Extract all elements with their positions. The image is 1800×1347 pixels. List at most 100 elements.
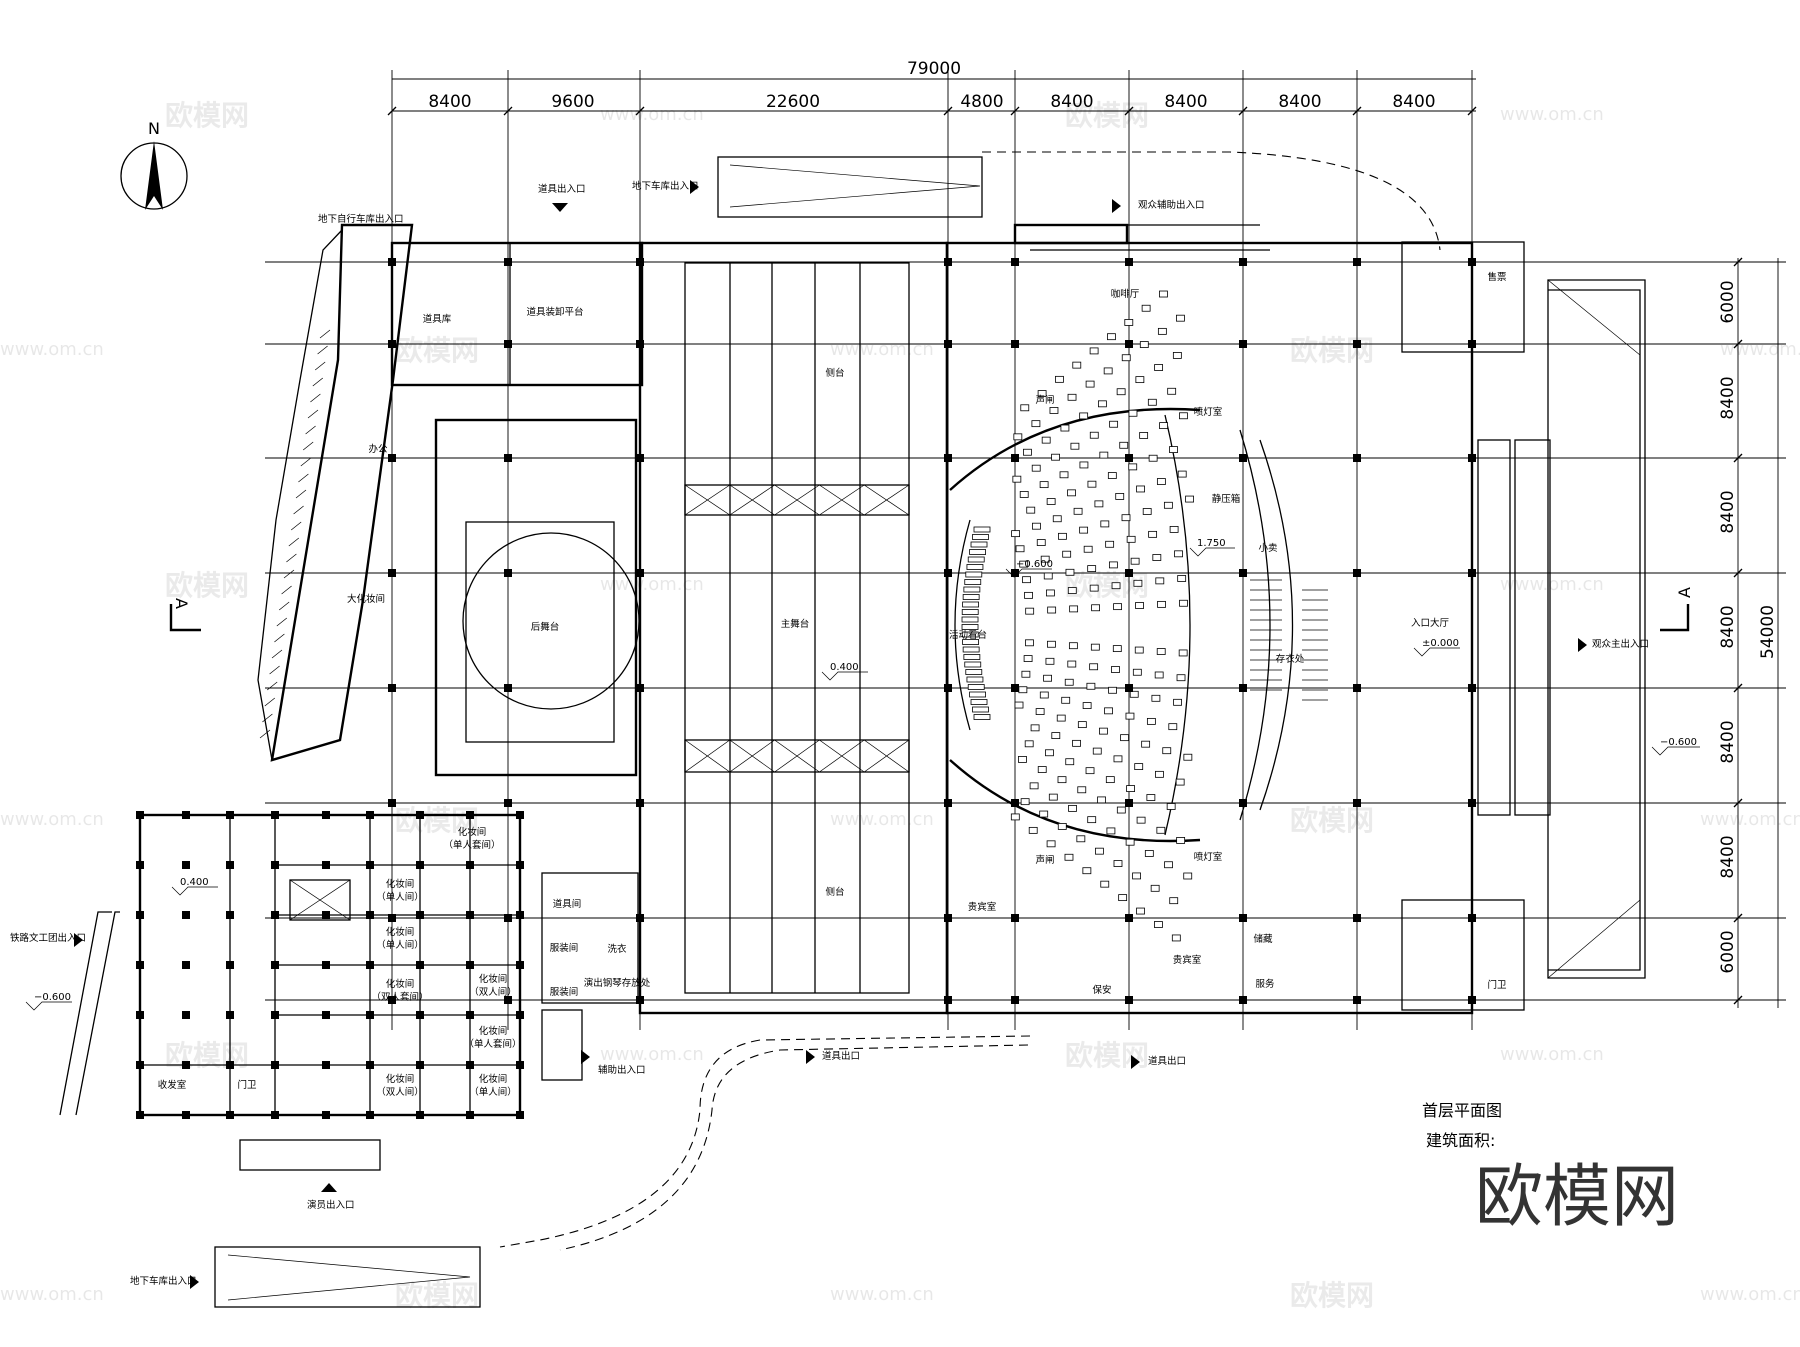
top-dimension-chain: 79000 8400 9600 22600 4800 8400 8400 840… [387, 59, 1477, 120]
dim-tick-slash [1733, 913, 1743, 923]
room-props-room: 道具间 [553, 898, 582, 910]
section-mark-right: A [1660, 587, 1694, 632]
arrow-right-icon [1131, 1055, 1140, 1069]
seat [1135, 602, 1144, 609]
room-dressing-double-1: 化妆间 [386, 978, 415, 990]
seat [1067, 489, 1076, 497]
dim-tick-slash [1733, 257, 1743, 267]
column [516, 1111, 524, 1119]
facade-fin [264, 697, 276, 707]
seat [967, 556, 985, 563]
column [466, 1011, 474, 1019]
dim-tick-slash [1238, 106, 1248, 116]
seat [1097, 400, 1107, 408]
room-wardrobe-2: 服装间 [550, 986, 579, 998]
dim-row: 6000 [1718, 930, 1738, 973]
arrow-up-icon [321, 1183, 337, 1192]
column [504, 914, 512, 922]
arrow-right-icon [74, 933, 83, 947]
seat [1155, 577, 1165, 585]
column [516, 911, 524, 919]
dim-segment: 8400 [428, 92, 471, 112]
seat [1179, 412, 1188, 420]
column [136, 861, 144, 869]
watermark-url: www.om.cn [600, 1044, 704, 1065]
entrance-audience-aux: 观众辅助出入口 [1138, 199, 1205, 211]
column [271, 961, 279, 969]
column [1353, 684, 1361, 692]
room-vip-1: 贵宾室 [968, 901, 997, 913]
column [636, 914, 644, 922]
seat [1051, 453, 1060, 461]
column [1011, 340, 1019, 348]
column [271, 911, 279, 919]
room-prop-store: 道具库 [423, 313, 452, 325]
truss-brace [684, 484, 730, 516]
seat [1134, 646, 1144, 654]
seat [1094, 500, 1104, 508]
seat [1141, 304, 1151, 312]
column [416, 861, 424, 869]
seat [1159, 290, 1168, 298]
seat [1183, 872, 1193, 880]
seat [1166, 803, 1176, 810]
room-control-bottom: 喷灯室 [1194, 851, 1223, 863]
facade-fin [283, 569, 295, 579]
seat [1176, 674, 1186, 682]
seat [1130, 557, 1140, 565]
column [1353, 454, 1361, 462]
building-walls [257, 156, 1646, 1015]
drawing-title: 首层平面图 [1422, 1101, 1502, 1120]
column [366, 1061, 374, 1069]
column [1011, 258, 1019, 266]
entrance-props-3: 道具出口 [1148, 1055, 1186, 1067]
room-dressing-single-3-type: （单人间） [469, 1086, 517, 1098]
column [182, 1111, 190, 1119]
seat [1142, 508, 1152, 515]
column [1239, 258, 1247, 266]
truss-brace [729, 484, 775, 516]
column [1353, 914, 1361, 922]
column [388, 569, 396, 577]
seat [1105, 540, 1115, 548]
back-stage-turntable [462, 532, 640, 710]
seat [1072, 361, 1082, 369]
column [136, 811, 144, 819]
column [636, 340, 644, 348]
facade-fin [295, 489, 307, 499]
seat [1103, 367, 1113, 375]
seat [1113, 860, 1123, 867]
column [504, 996, 512, 1004]
column [322, 961, 330, 969]
seat [1141, 740, 1151, 748]
dim-tick-slash [1733, 995, 1743, 1005]
seat [1168, 723, 1178, 731]
column [1239, 914, 1247, 922]
column [366, 961, 374, 969]
dim-tick-slash [1733, 568, 1743, 578]
seat [1089, 431, 1099, 439]
seat [1128, 463, 1138, 471]
watermark-url: www.om.cn [1500, 574, 1604, 595]
seat [1064, 678, 1074, 686]
seat [1172, 352, 1182, 359]
seat [1041, 436, 1051, 444]
seat [1090, 643, 1100, 651]
watermark-url: www.om.cn [830, 809, 934, 830]
seat [1155, 770, 1164, 778]
seat [1092, 747, 1102, 755]
seat [1014, 701, 1024, 709]
column [182, 961, 190, 969]
dim-tick-slash [1010, 106, 1020, 116]
room-movable-seating: 活动看台 [949, 629, 987, 641]
room-laundry: 洗衣 [607, 943, 627, 955]
room-service: 服务 [1255, 978, 1275, 990]
column [1468, 799, 1476, 807]
column [182, 1011, 190, 1019]
seat [1051, 732, 1061, 739]
seat [1037, 390, 1047, 397]
arrow-right-icon [1578, 638, 1587, 652]
watermark-brand: 欧模网 [395, 334, 479, 367]
seat [961, 616, 979, 623]
seat [1020, 404, 1030, 412]
